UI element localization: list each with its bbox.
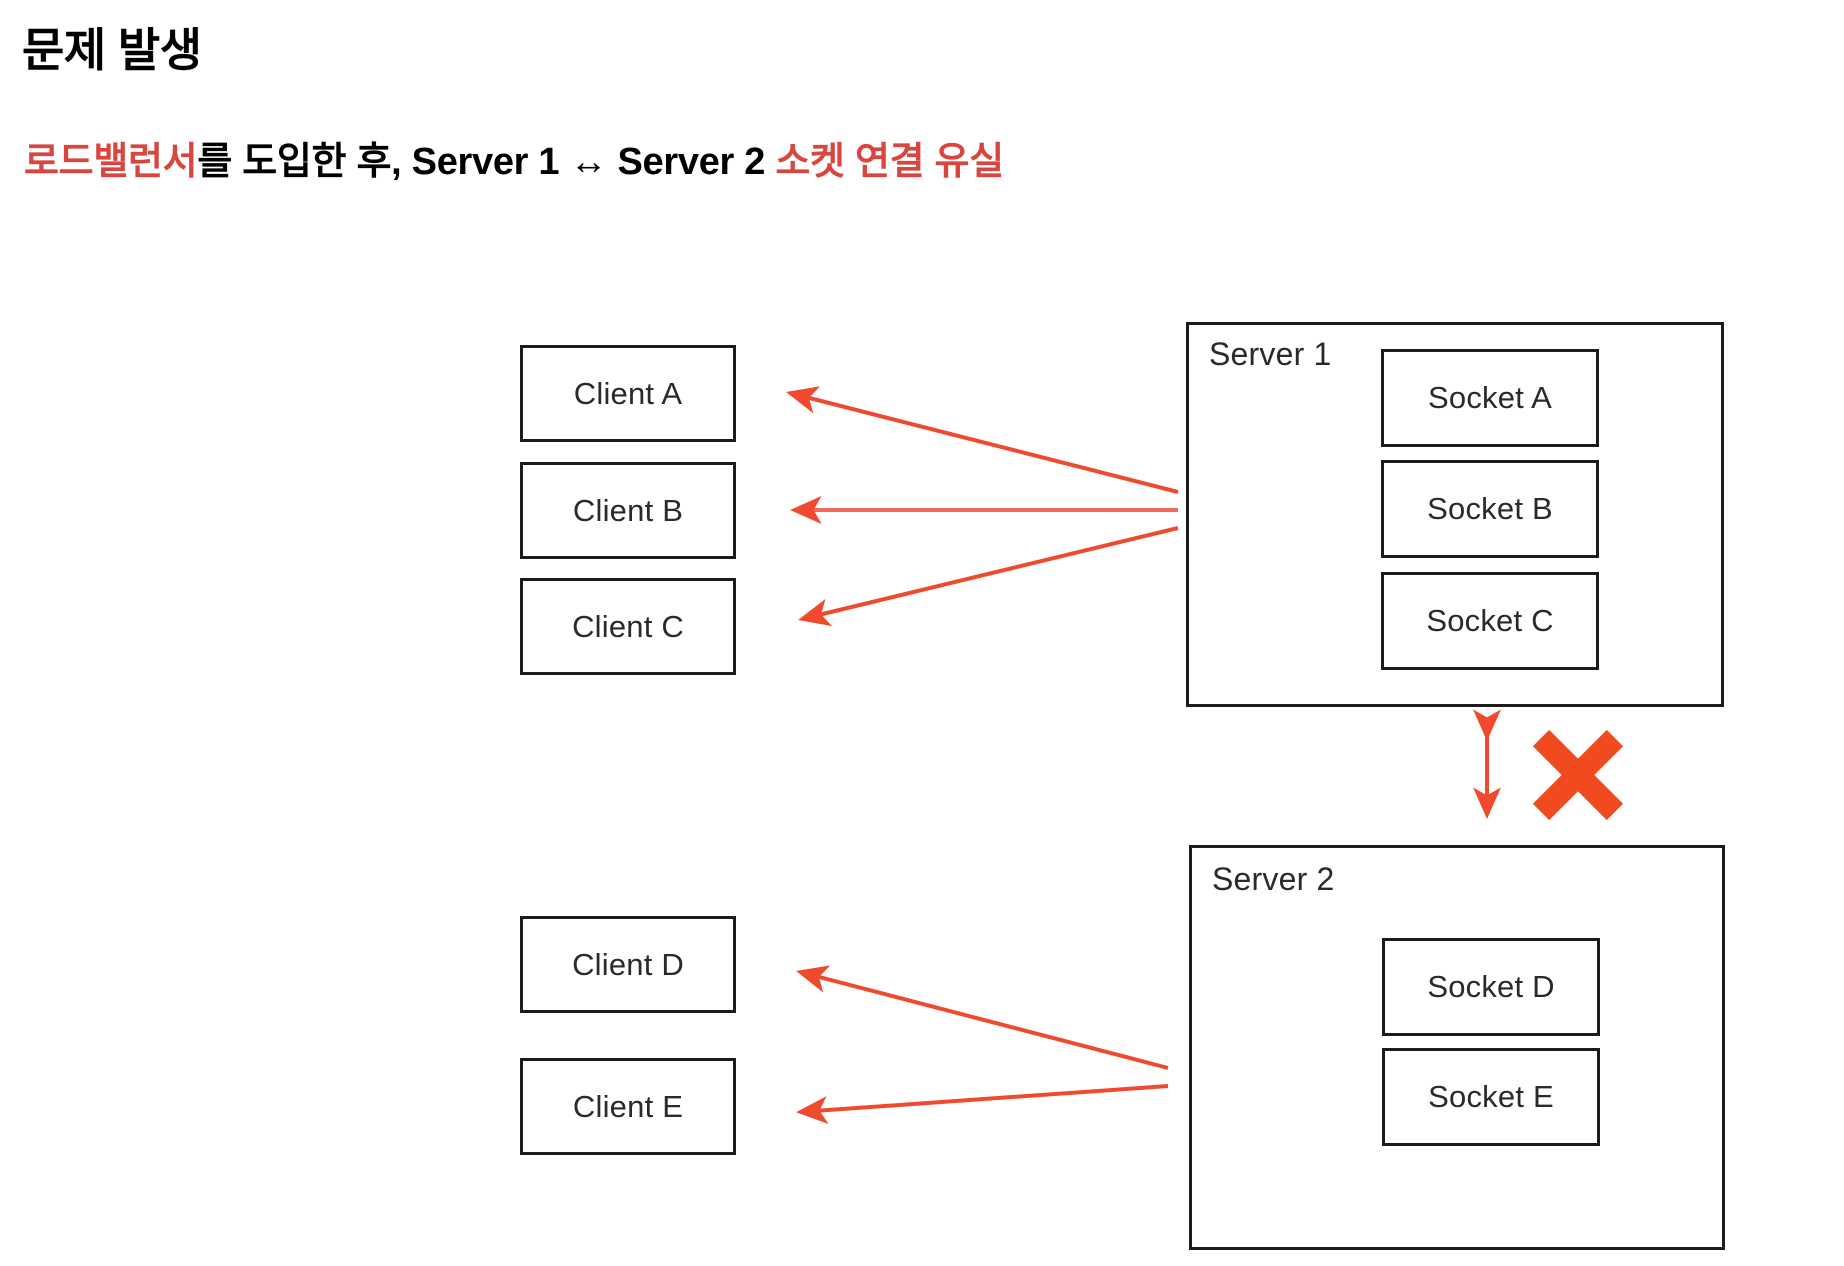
client-label: Client D (572, 946, 684, 982)
socket-label: Socket E (1428, 1079, 1554, 1114)
client-box-d[interactable]: Client D (520, 916, 736, 1013)
client-box-c[interactable]: Client C (520, 578, 736, 675)
socket-box-d[interactable]: Socket D (1382, 938, 1600, 1036)
client-box-a[interactable]: Client A (520, 345, 736, 442)
broken-link-x-icon (1532, 729, 1624, 821)
subtitle-segment-loadbalancer: 로드밸런서 (24, 141, 198, 183)
client-box-b[interactable]: Client B (520, 462, 736, 559)
page-title: 문제 발생 (22, 24, 202, 76)
arrow-server1-to-client-a (786, 386, 1179, 494)
socket-box-a[interactable]: Socket A (1381, 349, 1599, 447)
page-subtitle: 로드밸런서를 도입한 후, Server 1 ↔ Server 2 소켓 연결 … (24, 130, 1004, 185)
socket-label: Socket A (1428, 380, 1552, 415)
subtitle-segment-socket-loss: 소켓 연결 유실 (775, 141, 1004, 183)
client-label: Client A (573, 375, 683, 411)
client-label: Client E (572, 1088, 684, 1124)
client-label: Client B (572, 492, 684, 528)
socket-label: Socket D (1427, 969, 1555, 1004)
arrow-server2-to-client-e (796, 1084, 1169, 1125)
socket-label: Socket B (1427, 491, 1553, 526)
socket-box-b[interactable]: Socket B (1381, 460, 1599, 558)
socket-box-c[interactable]: Socket C (1381, 572, 1599, 670)
arrow-server1-to-client-c (798, 526, 1179, 627)
socket-label: Socket C (1426, 603, 1554, 638)
server-2-label: Server 2 (1212, 861, 1335, 897)
subtitle-segment-middle: 를 도입한 후, Server 1 (197, 141, 570, 183)
bidirectional-arrow-icon: ↔ (569, 141, 608, 183)
socket-box-e[interactable]: Socket E (1382, 1048, 1600, 1146)
client-label: Client C (572, 608, 684, 644)
arrow-server2-to-client-d (796, 965, 1169, 1070)
server-box-2[interactable] (1189, 845, 1725, 1250)
client-box-e[interactable]: Client E (520, 1058, 736, 1155)
server-1-label: Server 1 (1209, 336, 1332, 372)
subtitle-segment-server2: Server 2 (607, 141, 776, 183)
